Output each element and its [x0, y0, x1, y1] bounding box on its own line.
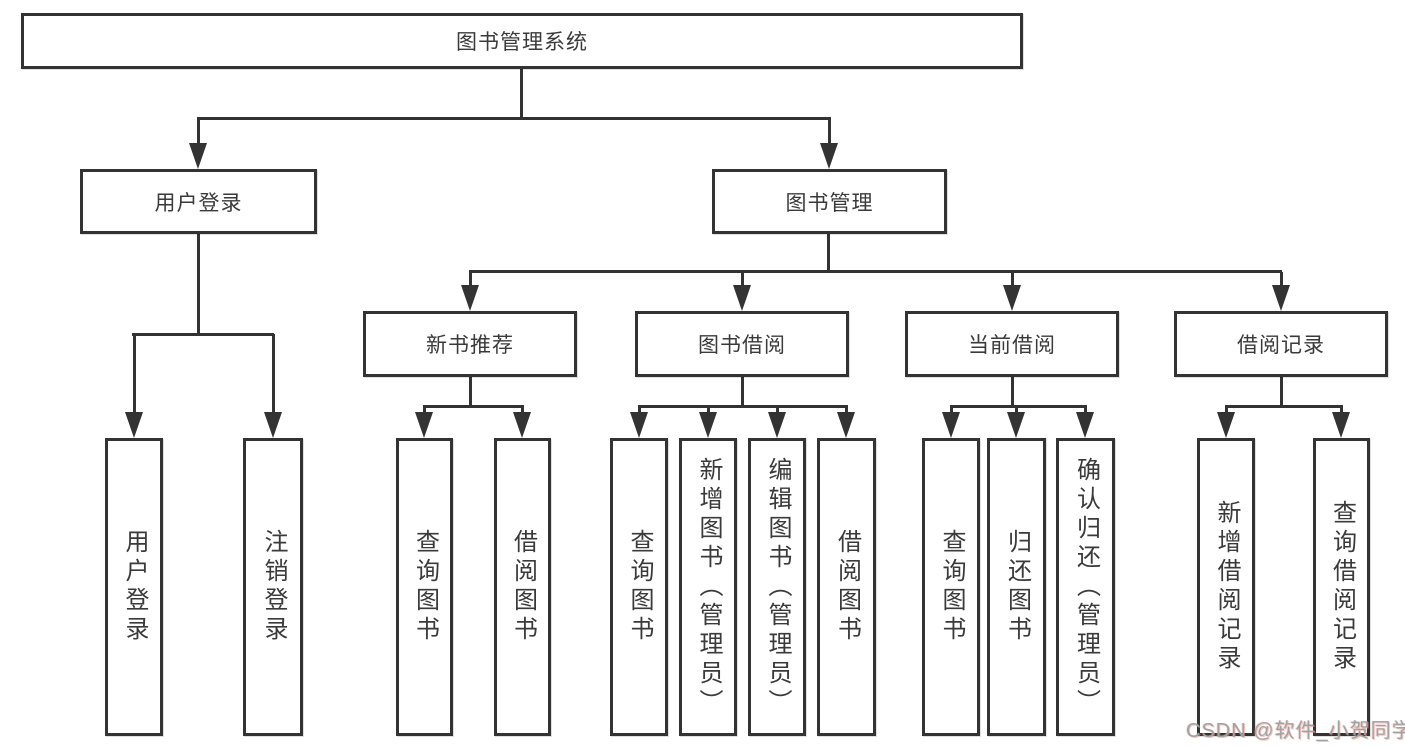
- connector-segment: [1011, 377, 1014, 408]
- diagram-node-leaf-borrow-books-1: 借阅图书: [494, 438, 551, 736]
- connector-segment: [638, 405, 848, 408]
- arrow-shaft: [775, 407, 779, 412]
- diagram-node-root: 图书管理系统: [21, 13, 1023, 69]
- node-label: 借阅记录: [1237, 334, 1325, 357]
- connector-segment: [950, 405, 1087, 408]
- connector-segment: [469, 270, 1282, 273]
- diagram-node-leaf-query-books-3: 查询图书: [922, 438, 980, 736]
- connector-segment: [827, 234, 830, 273]
- arrowhead-down-icon: [942, 412, 960, 438]
- arrow-shaft: [1010, 272, 1014, 285]
- connector-segment: [197, 117, 831, 120]
- node-label: 注销登录: [260, 529, 287, 645]
- csdn-watermark: CSDN @软件_小贺同学: [1186, 720, 1405, 742]
- connector-segment: [1225, 405, 1343, 408]
- node-label: 借阅图书: [833, 529, 861, 645]
- connector-segment: [197, 234, 200, 336]
- arrowhead-down-icon: [768, 412, 786, 438]
- arrowhead-down-icon: [1272, 285, 1290, 311]
- arrow-shaft: [637, 407, 641, 412]
- arrow-shaft: [422, 407, 426, 412]
- arrow-shaft: [949, 407, 953, 412]
- arrow-shaft: [1279, 272, 1283, 285]
- arrow-shaft: [132, 334, 136, 412]
- connector-segment: [520, 69, 523, 119]
- arrowhead-down-icon: [125, 412, 143, 438]
- arrow-shaft: [271, 334, 275, 412]
- arrowhead-down-icon: [1332, 412, 1350, 438]
- connector-segment: [1280, 377, 1283, 408]
- node-label: 归还图书: [1003, 529, 1031, 645]
- node-label: 用户登录: [121, 529, 148, 645]
- node-label: 查询图书: [938, 529, 965, 645]
- arrowhead-down-icon: [733, 285, 751, 311]
- diagram-node-leaf-confirm-return: 确认归还（管理员）: [1056, 438, 1115, 736]
- diagram-node-leaf-user-login: 用户登录: [105, 438, 163, 736]
- arrow-shaft: [196, 119, 200, 143]
- node-label: 查询图书: [411, 529, 439, 645]
- node-label: 图书管理系统: [456, 31, 588, 54]
- node-label: 新增借阅记录: [1213, 500, 1240, 674]
- arrowhead-down-icon: [513, 412, 531, 438]
- node-label: 查询图书: [626, 529, 653, 645]
- node-label: 当前借阅: [968, 334, 1056, 357]
- arrowhead-down-icon: [1007, 412, 1025, 438]
- diagram-node-leaf-borrow-books-2: 借阅图书: [817, 438, 876, 736]
- arrow-shaft: [1339, 407, 1343, 412]
- arrowhead-down-icon: [189, 143, 207, 169]
- node-label: 借阅图书: [509, 529, 537, 645]
- node-label: 用户登录: [154, 191, 243, 215]
- node-label: 图书借阅: [698, 334, 786, 357]
- diagram-node-leaf-query-books-2: 查询图书: [610, 438, 668, 736]
- diagram-node-borrowing-records: 借阅记录: [1174, 311, 1388, 377]
- connector-segment: [741, 377, 744, 408]
- arrowhead-down-icon: [837, 412, 855, 438]
- diagram-node-leaf-query-borrow-record: 查询借阅记录: [1313, 438, 1370, 736]
- arrow-shaft: [827, 119, 831, 143]
- arrow-shaft: [740, 272, 744, 285]
- arrow-shaft: [1083, 407, 1087, 412]
- diagram-node-leaf-edit-books: 编辑图书（管理员）: [748, 438, 806, 736]
- connector-segment: [423, 405, 524, 408]
- arrow-shaft: [844, 407, 848, 412]
- diagram-node-book-borrowing: 图书借阅: [635, 311, 849, 377]
- arrowhead-down-icon: [461, 285, 479, 311]
- diagram-node-leaf-add-books: 新增图书（管理员）: [679, 438, 737, 736]
- arrowhead-down-icon: [1003, 285, 1021, 311]
- diagram-node-current-borrowing: 当前借阅: [905, 311, 1119, 377]
- arrowhead-down-icon: [264, 412, 282, 438]
- arrow-shaft: [520, 407, 524, 412]
- diagram-node-leaf-logout: 注销登录: [243, 438, 303, 736]
- diagram-node-user-login: 用户登录: [80, 169, 317, 234]
- node-label: 查询借阅记录: [1328, 500, 1356, 674]
- arrow-shaft: [1014, 407, 1018, 412]
- diagram-node-leaf-return-books: 归还图书: [987, 438, 1046, 736]
- node-label: 图书管理: [785, 191, 874, 215]
- node-label: 新书推荐: [426, 334, 514, 357]
- arrow-shaft: [1224, 407, 1228, 412]
- diagram-node-leaf-query-books-1: 查询图书: [396, 438, 453, 736]
- connector-segment: [132, 333, 274, 336]
- arrowhead-down-icon: [699, 412, 717, 438]
- arrow-shaft: [468, 272, 472, 285]
- diagram-node-new-book-recommend: 新书推荐: [363, 311, 577, 377]
- arrowhead-down-icon: [630, 412, 648, 438]
- arrowhead-down-icon: [415, 412, 433, 438]
- connector-segment: [469, 377, 472, 408]
- diagram-node-book-management: 图书管理: [712, 169, 947, 234]
- diagram-node-leaf-add-borrow-record: 新增借阅记录: [1197, 438, 1255, 736]
- node-label: 编辑图书（管理员）: [764, 456, 791, 718]
- arrowhead-down-icon: [1076, 412, 1094, 438]
- arrowhead-down-icon: [820, 143, 838, 169]
- arrowhead-down-icon: [1217, 412, 1235, 438]
- arrow-shaft: [706, 407, 710, 412]
- node-label: 新增图书（管理员）: [695, 456, 722, 718]
- node-label: 确认归还（管理员）: [1072, 456, 1100, 718]
